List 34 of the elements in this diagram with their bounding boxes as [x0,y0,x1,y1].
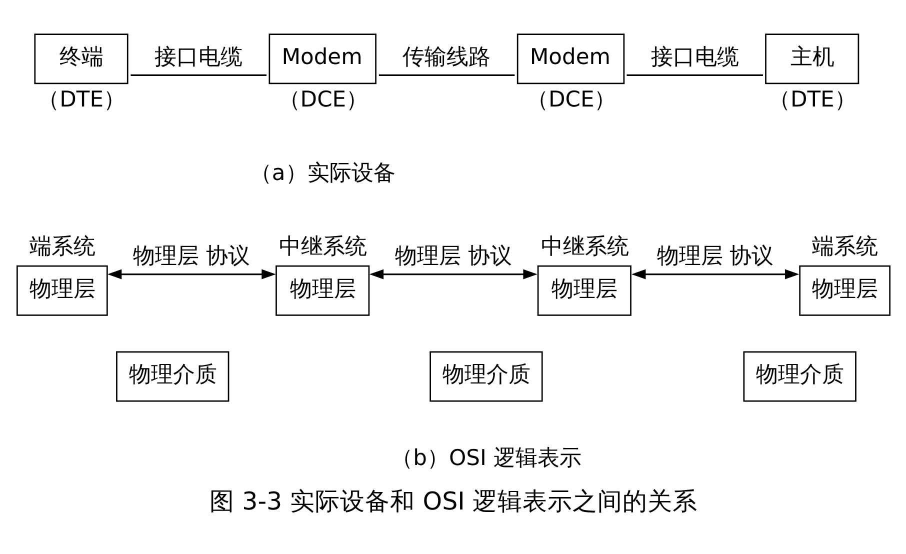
label: （a）实际设备 [249,160,395,186]
node-box: 物理介质 [742,351,856,402]
node-box: 物理介质 [429,351,542,402]
node-label: 中继系统 [540,234,628,260]
connector [130,74,266,76]
arrow [368,269,537,280]
node-box: 物理层 [275,265,370,316]
node-label: （DTE） [768,87,856,112]
edge-label: 接口电缆 [650,45,738,70]
node-label: 中继系统 [278,234,366,260]
edge-label: 接口电缆 [154,45,242,70]
edge-label: 物理层 协议 [656,244,774,270]
edge-label: 物理层 协议 [132,244,250,270]
node-label: （DTE） [37,87,126,112]
node-box: 物理介质 [116,351,229,402]
node-label: （DCE） [278,87,368,112]
edge-label: 传输线路 [402,45,490,70]
node-box: 物理层 [798,265,890,316]
connector [378,74,514,76]
arrow [106,269,276,280]
node-box: Modem [268,34,376,84]
label: （b）OSI 逻辑表示 [390,446,581,471]
node-box: 物理层 [16,265,108,316]
node-box: Modem [516,34,624,84]
node-box: 主机 [764,34,859,84]
connector [626,74,762,76]
node-box: 终端 [34,34,128,84]
node-label: 端系统 [812,234,878,260]
arrow [631,269,799,280]
edge-label: 物理层 协议 [394,244,512,270]
node-label: 端系统 [28,234,95,260]
node-label: （DCE） [526,87,616,112]
node-box: 物理层 [536,265,631,316]
caption: 图 3-3 实际设备和 OSI 逻辑表示之间的关系 [208,486,698,516]
